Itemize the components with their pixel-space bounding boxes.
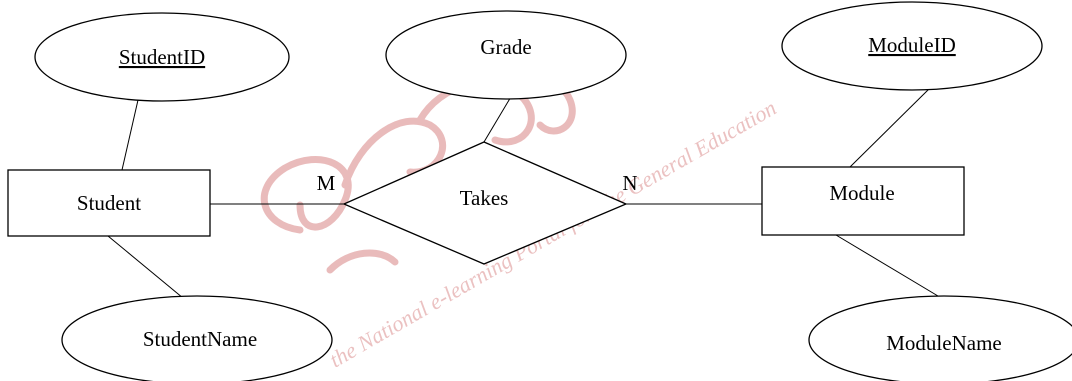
attribute-student-name: StudentName xyxy=(61,295,333,381)
edge-student-studentname xyxy=(107,235,184,299)
attribute-grade-label: Grade xyxy=(480,35,531,59)
entity-module-label: Module xyxy=(829,181,894,205)
entity-student-label: Student xyxy=(77,191,141,215)
cardinality-m: M xyxy=(317,171,336,195)
edge-studentid-student xyxy=(121,99,139,171)
attribute-student-id: StudentID xyxy=(34,12,290,102)
entity-student: Student xyxy=(7,169,211,237)
attribute-module-id-label: ModuleID xyxy=(868,33,956,57)
edge-moduleid-module xyxy=(849,87,931,168)
edge-module-modulename xyxy=(835,234,949,303)
relationship-takes: Takes xyxy=(342,141,628,265)
entity-module: Module xyxy=(761,166,965,236)
attribute-module-id: ModuleID xyxy=(781,1,1043,91)
attribute-grade: Grade xyxy=(385,10,627,100)
attribute-student-id-label: StudentID xyxy=(119,45,205,69)
cardinality-n: N xyxy=(622,171,637,195)
attribute-student-name-label: StudentName xyxy=(143,327,257,351)
attribute-module-name-label: ModuleName xyxy=(886,331,1001,355)
relationship-takes-label: Takes xyxy=(460,186,509,210)
attribute-module-name: ModuleName xyxy=(808,295,1072,381)
